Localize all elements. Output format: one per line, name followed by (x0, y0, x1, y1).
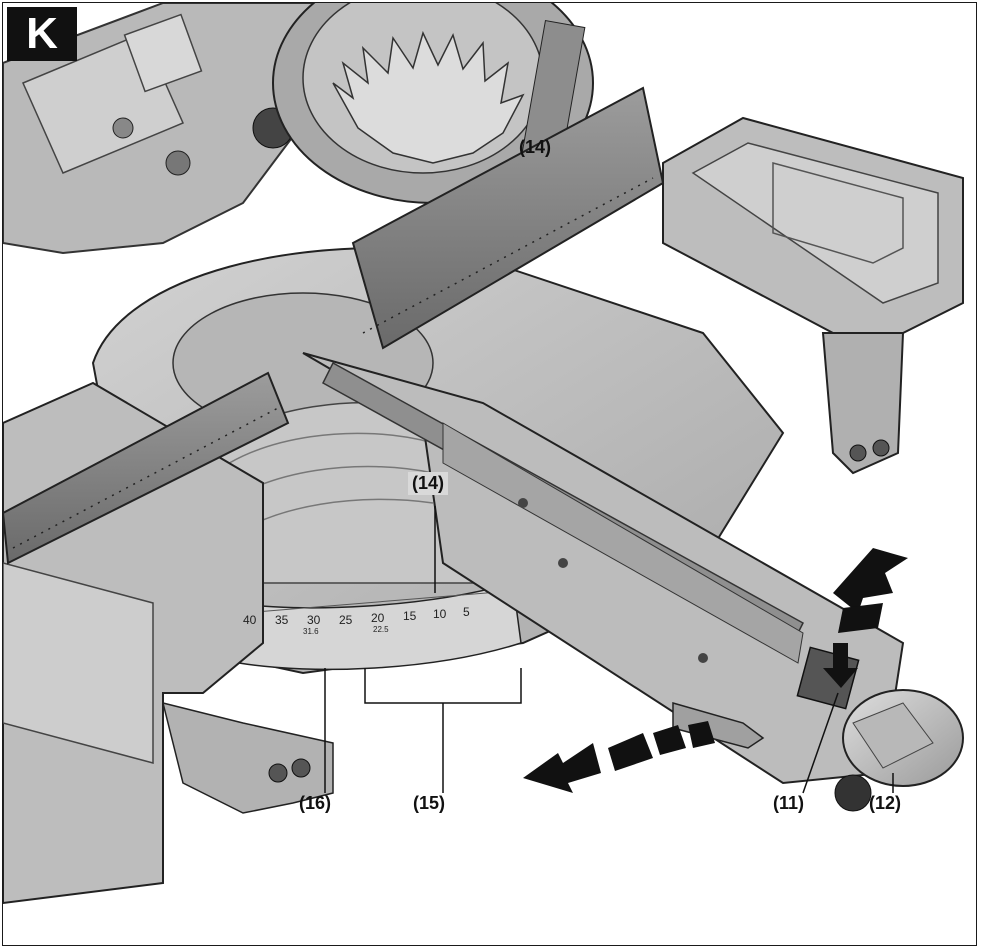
saw-arm-housing (3, 3, 335, 255)
scale-minor: 22.5 (373, 625, 389, 634)
callout-14-top: (14) (519, 137, 552, 157)
miter-saw-illustration (3, 3, 964, 905)
callout-14-mid: (14) (408, 472, 449, 495)
saw-blade-guard (272, 3, 594, 204)
locking-knob (834, 689, 964, 812)
miter-angle-scale (232, 582, 522, 671)
workpiece-fences (3, 86, 665, 565)
scale-number: 5 (463, 605, 470, 619)
scale-minor: 31.6 (303, 627, 319, 636)
down-push-arrow (823, 643, 858, 688)
right-table-extension (662, 116, 964, 475)
scale-number: 35 (275, 613, 289, 627)
callout-16: (16) (299, 793, 332, 813)
release-lever (672, 702, 765, 749)
scale-number: 40 (243, 613, 257, 627)
rotation-arrows (523, 721, 715, 793)
scale-number: 10 (433, 607, 447, 621)
callout-leaders (324, 506, 894, 794)
callout-12: (12) (869, 793, 902, 813)
callout-15: (15) (413, 793, 446, 813)
callout-11: (11) (773, 793, 805, 813)
scale-number: 20 (371, 611, 385, 625)
panel-letter-badge: K (7, 7, 77, 61)
extension-arm (302, 352, 905, 785)
scale-number: 30 (307, 613, 321, 627)
scale-number: 15 (403, 609, 417, 623)
scale-number: 25 (339, 613, 353, 627)
up-arrow (833, 548, 908, 633)
